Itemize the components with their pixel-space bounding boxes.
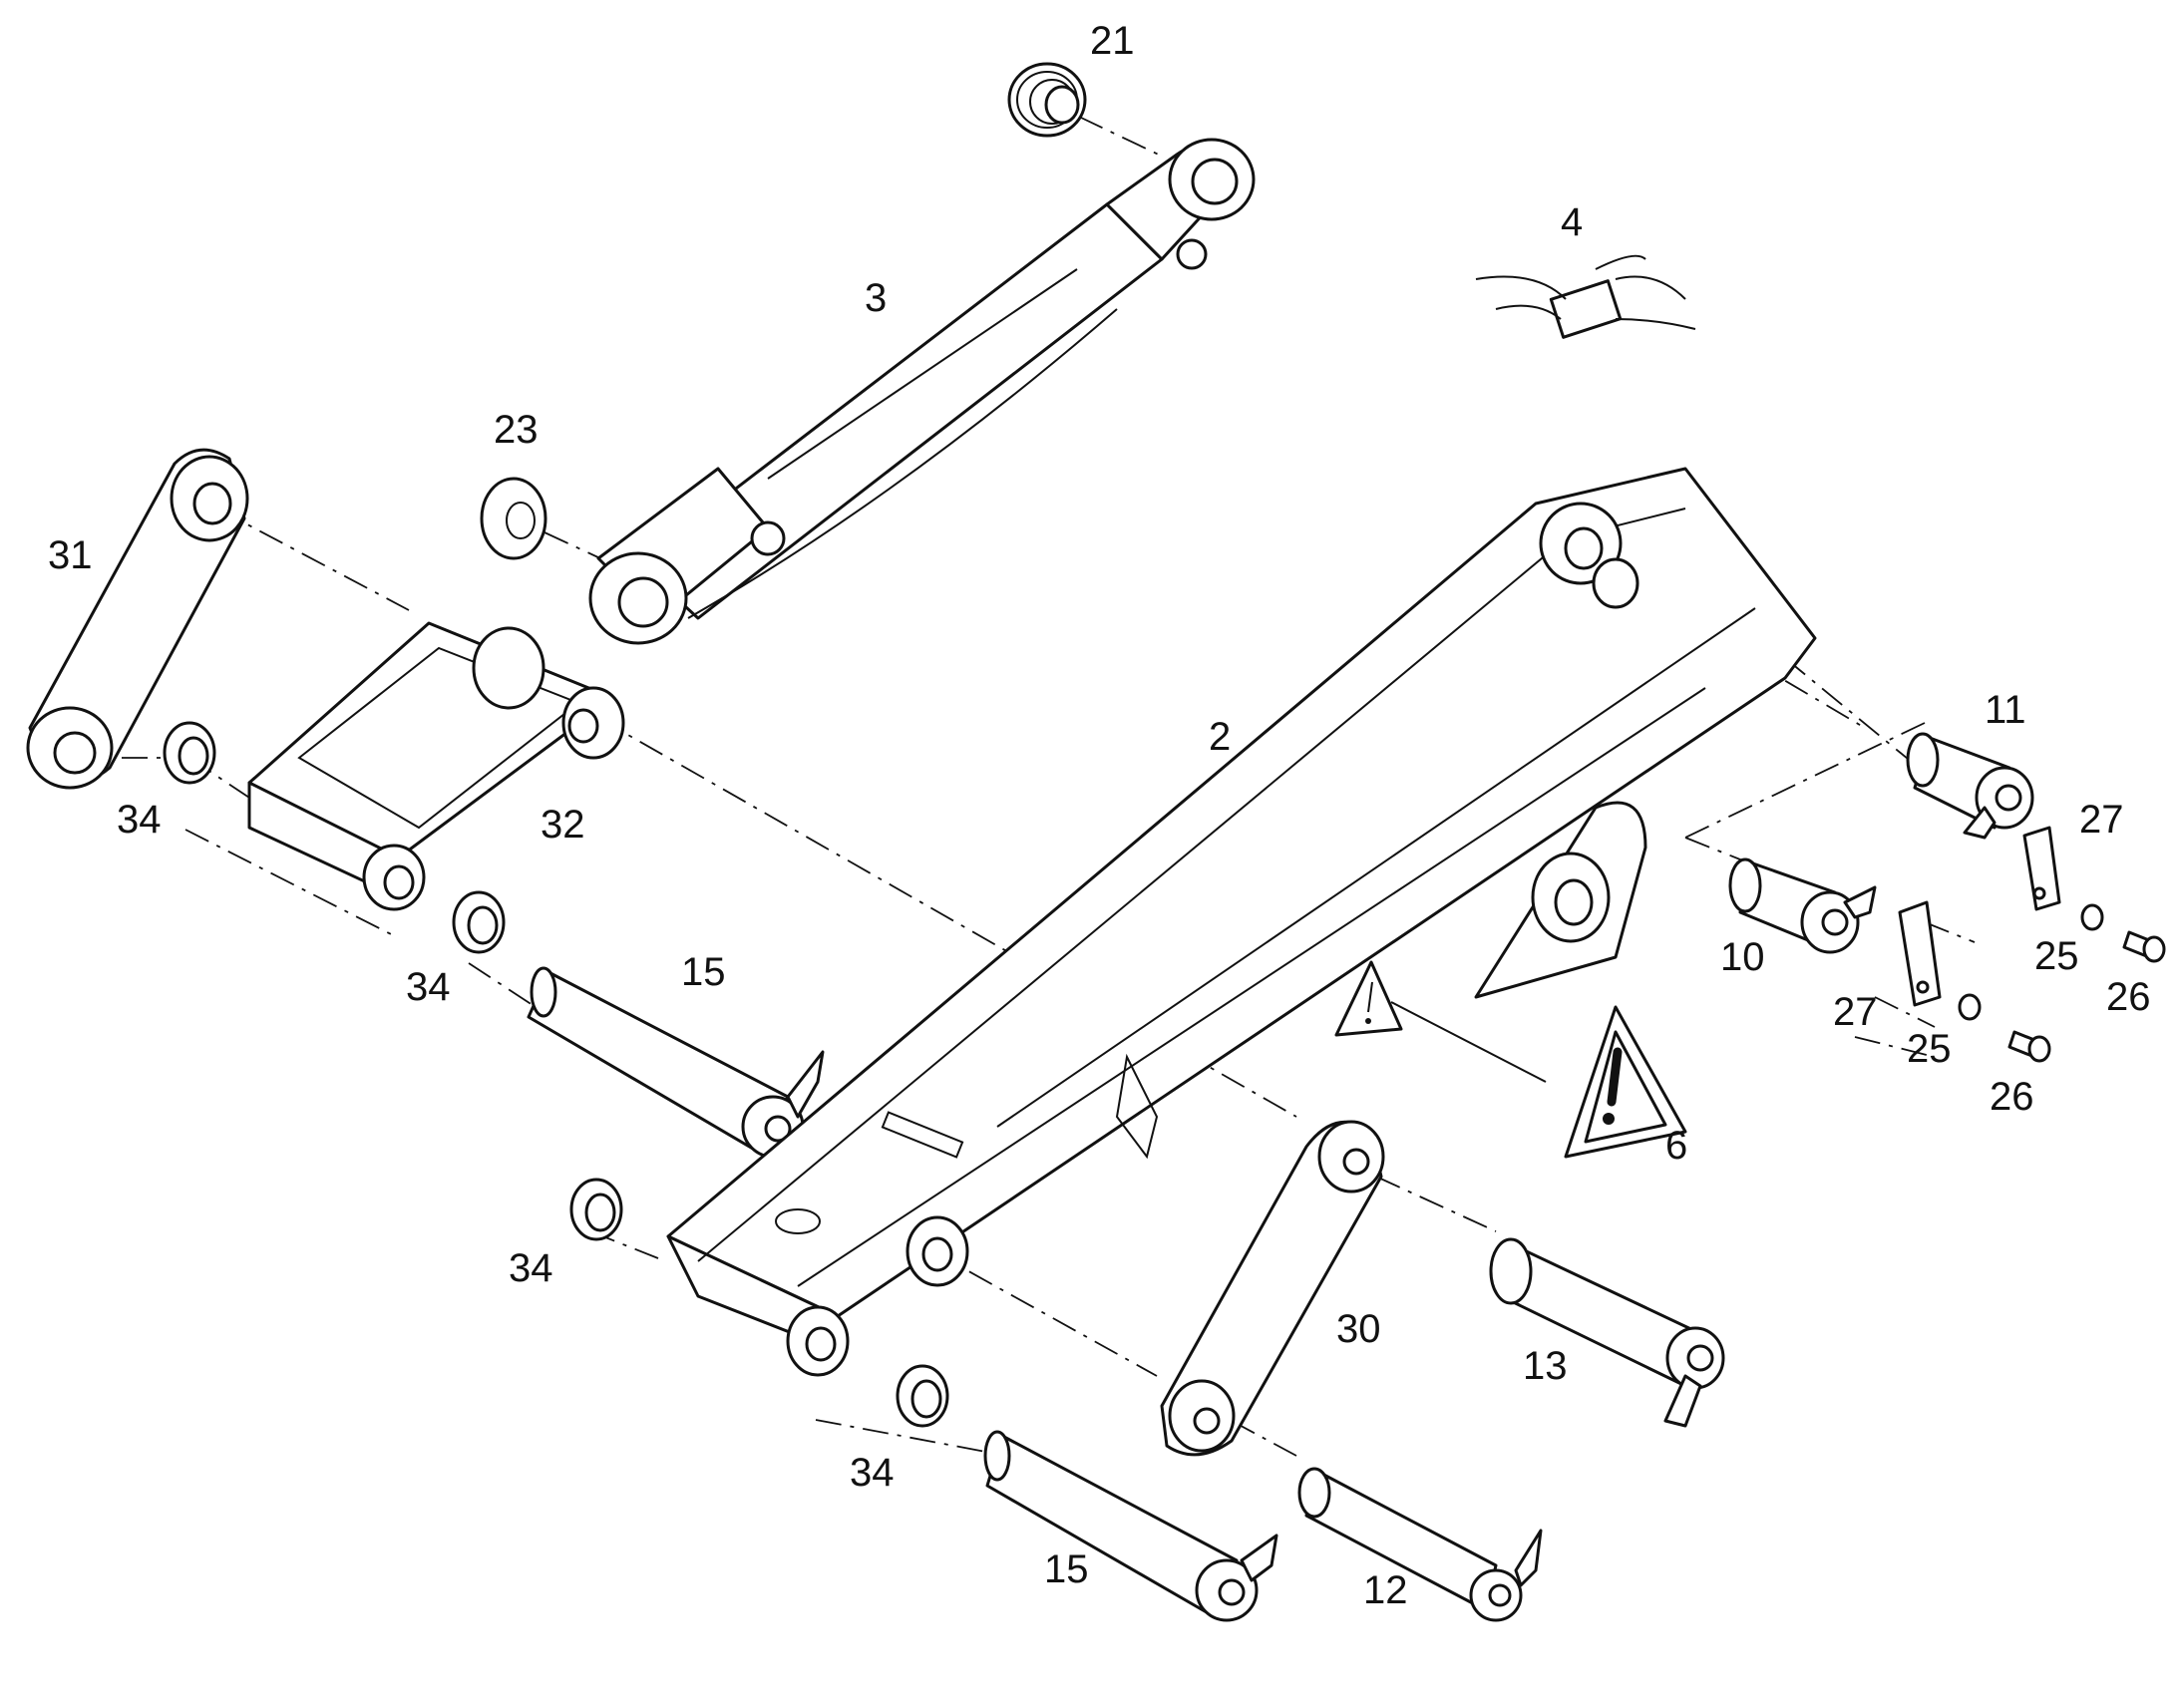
seal-ring-part: [569, 1178, 623, 1241]
rocker-bracket-part: [247, 621, 625, 911]
pin-part: [1297, 1467, 1543, 1622]
callout-15b: 15: [1044, 1547, 1089, 1591]
link-arm-part: [26, 448, 249, 790]
pin-part: [1906, 732, 2034, 840]
callout-6: 6: [1665, 1124, 1687, 1168]
callout-25a: 25: [2034, 934, 2079, 978]
washer-part: [2080, 903, 2104, 931]
callout-23: 23: [494, 408, 539, 452]
callout-11: 11: [1985, 688, 2026, 732]
callout-26a: 26: [2106, 975, 2151, 1019]
callout-34a: 34: [117, 798, 162, 842]
bolt-part: [2007, 1030, 2051, 1063]
callout-10: 10: [1720, 935, 1765, 979]
lock-plate-part: [1898, 900, 1942, 1007]
seal-ring-part: [163, 721, 216, 785]
callout-32: 32: [541, 803, 585, 847]
callout-3: 3: [865, 276, 887, 320]
pin-part: [527, 966, 825, 1159]
callout-34d: 34: [850, 1451, 895, 1495]
callout-4: 4: [1561, 200, 1583, 244]
callout-34c: 34: [509, 1246, 553, 1290]
callout-30: 30: [1336, 1307, 1381, 1351]
callout-26b: 26: [1990, 1075, 2034, 1119]
warning-triangle-icon: [1564, 1005, 1687, 1159]
callout-15a: 15: [681, 950, 726, 994]
callout-34b: 34: [406, 965, 451, 1009]
bolt-part: [2122, 930, 2166, 963]
callout-31: 31: [48, 533, 93, 577]
link-arm-part: [1160, 1120, 1385, 1457]
callout-25b: 25: [1907, 1027, 1952, 1071]
seal-ring-part: [1007, 62, 1087, 138]
pin-part: [983, 1430, 1278, 1622]
pin-part: [1728, 857, 1877, 954]
lock-plate-part: [2022, 826, 2061, 911]
boom-arm-part: [666, 467, 1817, 1377]
washer-part: [1958, 993, 1982, 1021]
seal-ring-part: [896, 1364, 949, 1428]
wiring-harness-part: [1475, 254, 1696, 339]
callout-labels: 21 3 4 23 31 2 11 27 34 32 25 26 10 34 1…: [48, 19, 2151, 1612]
callout-2: 2: [1209, 715, 1231, 759]
callout-13: 13: [1523, 1344, 1568, 1388]
warning-triangle-icon: [1334, 960, 1403, 1037]
callout-21: 21: [1090, 19, 1135, 63]
callout-27a: 27: [2079, 798, 2124, 842]
shim-washer-part: [480, 477, 547, 560]
callout-27b: 27: [1833, 990, 1878, 1034]
callout-12: 12: [1363, 1568, 1408, 1612]
seal-ring-part: [452, 890, 506, 954]
hydraulic-cylinder-part: [588, 138, 1256, 645]
pin-part: [1489, 1237, 1725, 1428]
